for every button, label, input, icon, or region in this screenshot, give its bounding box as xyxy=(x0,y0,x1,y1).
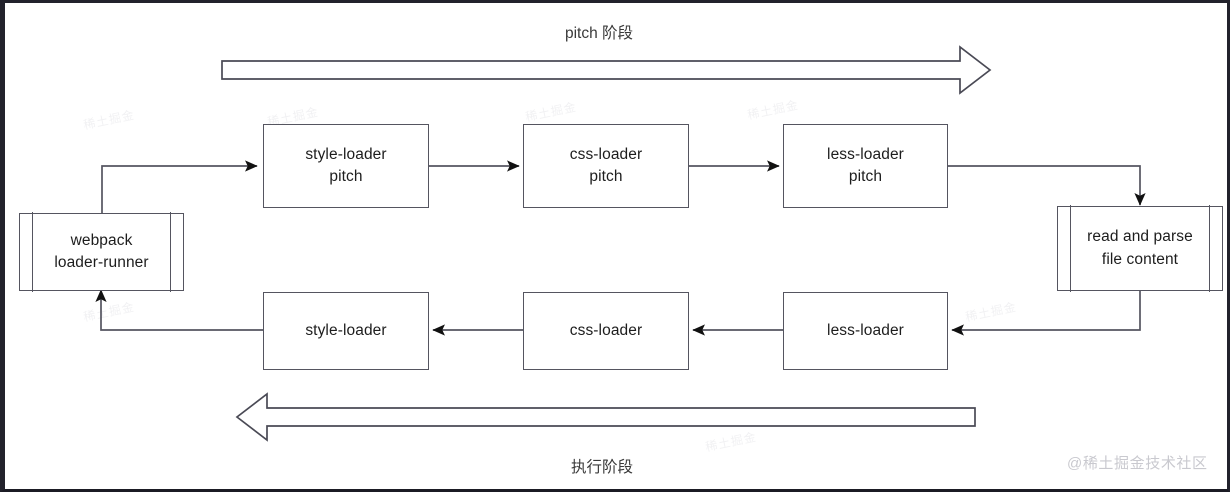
process-bar-left xyxy=(1070,205,1071,292)
process-bar-right xyxy=(170,212,171,292)
pitch-phase-arrow xyxy=(221,45,992,95)
node-webpack-loader-runner[interactable]: webpack loader-runner xyxy=(19,212,184,292)
node-style-loader[interactable]: style-loader xyxy=(263,292,429,370)
node-label-line-1: css-loader xyxy=(569,321,643,339)
edge-style-loader-to-runner xyxy=(95,289,263,331)
edge-read-parse-to-less-loader xyxy=(951,291,1141,336)
process-bar-right xyxy=(1209,205,1210,292)
node-label-line-2: loader-runner xyxy=(54,254,149,271)
node-read-and-parse-file-content[interactable]: read and parse file content xyxy=(1057,205,1223,292)
node-label-line-1: less-loader xyxy=(827,321,904,339)
site-watermark: @稀土掘金技术社区 xyxy=(1067,455,1208,472)
pitch-phase-label: pitch 阶段 xyxy=(564,25,634,42)
node-style-loader-pitch[interactable]: style-loader pitch xyxy=(263,124,429,208)
process-bar-left xyxy=(32,212,33,292)
execute-phase-arrow xyxy=(235,392,976,442)
node-label-line-2: file content xyxy=(1101,250,1179,268)
edge-less-pitch-to-read-parse xyxy=(948,165,1146,206)
node-label-line-1: read and parse xyxy=(1087,228,1193,246)
node-css-loader[interactable]: css-loader xyxy=(523,292,689,370)
loader-pipeline-diagram: 稀土掘金 稀土掘金 稀土掘金 稀土掘金 稀土掘金 稀土掘金 稀土掘金 xyxy=(5,3,1227,489)
node-label-line-1: style-loader xyxy=(305,321,387,339)
execute-phase-label: 执行阶段 xyxy=(570,459,633,476)
node-less-loader-pitch[interactable]: less-loader pitch xyxy=(783,124,948,208)
node-less-loader[interactable]: less-loader xyxy=(783,292,948,370)
node-label-line-2: pitch xyxy=(329,168,363,185)
node-css-loader-pitch[interactable]: css-loader pitch xyxy=(523,124,689,208)
node-label-line-1: style-loader xyxy=(305,145,387,163)
node-label-line-1: css-loader xyxy=(569,145,643,163)
node-label-line-1: webpack xyxy=(70,231,133,249)
connector-layer xyxy=(95,45,1146,442)
node-label-line-2: pitch xyxy=(589,168,623,185)
edge-runner-to-style-pitch xyxy=(101,160,258,215)
node-label-line-2: pitch xyxy=(848,168,883,185)
node-label-line-1: less-loader xyxy=(827,145,904,163)
